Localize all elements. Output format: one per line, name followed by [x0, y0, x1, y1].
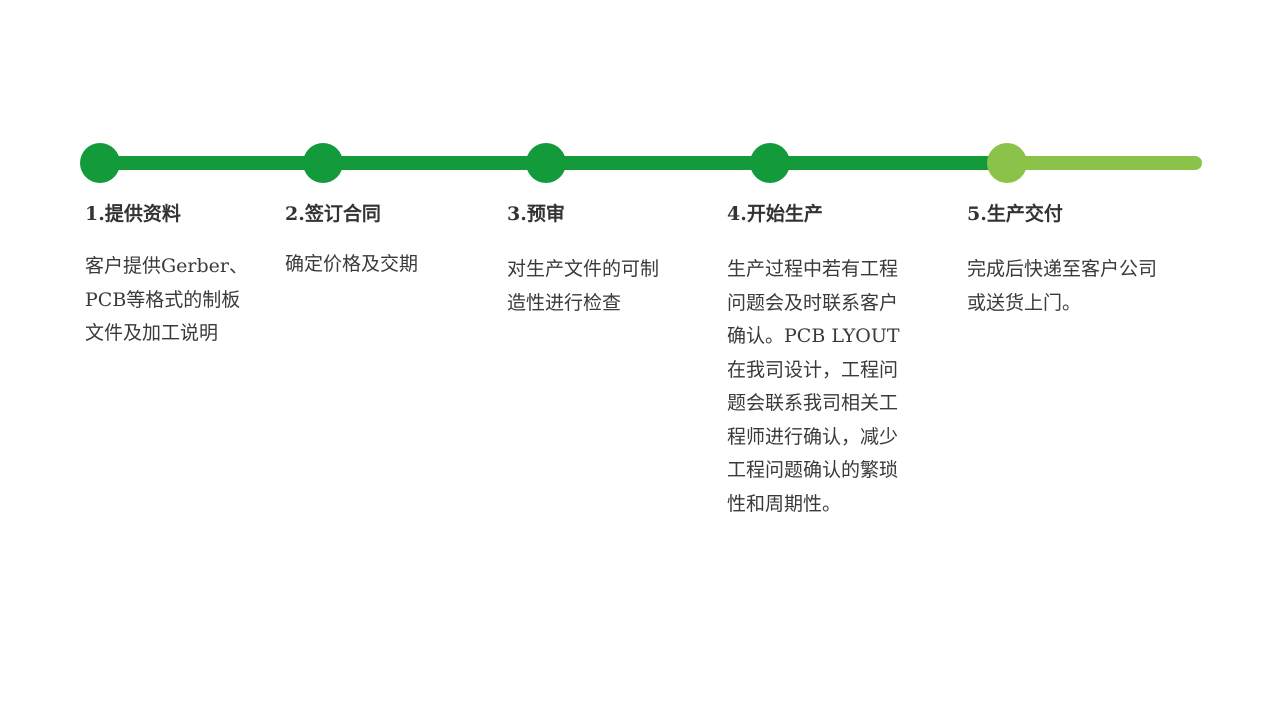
step-description: 完成后快递至客户公司或送货上门。	[967, 258, 1158, 314]
timeline-node-3	[526, 143, 566, 183]
step-title: 1.提供资料	[85, 203, 181, 225]
step-title: 3.预审	[507, 203, 565, 225]
step-title: 2.签订合同	[285, 203, 381, 225]
step-1: 1.提供资料 客户提供Gerber、PCB等格式的制板文件及加工说明	[85, 200, 257, 351]
timeline-node-1	[80, 143, 120, 183]
step-2: 2.签订合同 确定价格及交期	[285, 200, 457, 282]
timeline-node-2	[303, 143, 343, 183]
timeline-track-final	[1000, 156, 1202, 170]
step-description: 生产过程中若有工程问题会及时联系客户确认。PCB LYOUT 在我司设计，工程问…	[727, 258, 900, 515]
step-5: 5.生产交付 完成后快递至客户公司或送货上门。	[967, 200, 1167, 320]
step-title: 5.生产交付	[967, 203, 1063, 225]
step-4: 4.开始生产 生产过程中若有工程问题会及时联系客户确认。PCB LYOUT 在我…	[727, 200, 903, 521]
step-description: 确定价格及交期	[285, 253, 419, 275]
step-description: 对生产文件的可制造性进行检查	[507, 258, 660, 314]
timeline-node-5	[987, 143, 1027, 183]
timeline-node-4	[750, 143, 790, 183]
step-3: 3.预审 对生产文件的可制造性进行检查	[507, 200, 667, 320]
step-description: 客户提供Gerber、PCB等格式的制板文件及加工说明	[85, 255, 248, 344]
step-title: 4.开始生产	[727, 203, 823, 225]
